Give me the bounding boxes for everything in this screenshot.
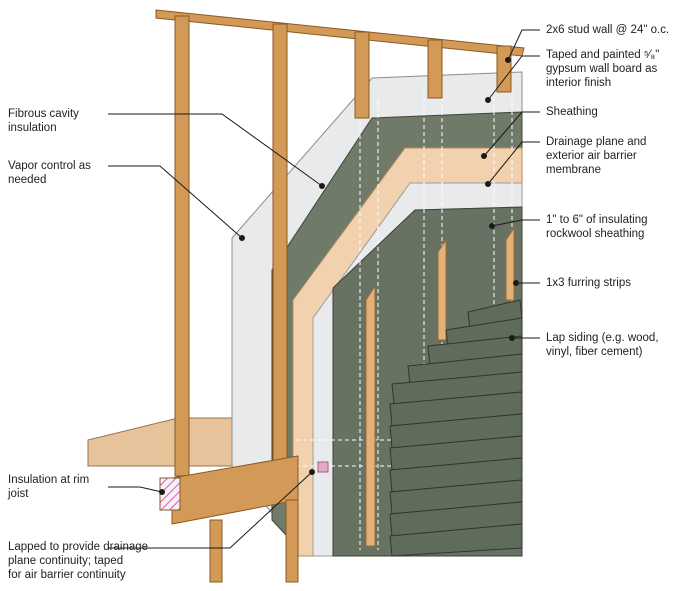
label-furring-strips: 1x3 furring strips	[546, 277, 632, 289]
stud	[427, 39, 443, 99]
lap-siding	[389, 299, 523, 557]
label-lap-siding: Lap siding (e.g. wood, vinyl, fiber ceme…	[546, 332, 659, 358]
wall-studs	[174, 15, 512, 477]
stud	[354, 31, 370, 119]
label-gypsum-board: Taped and painted ⁵⁄₈" gypsum wall board…	[546, 49, 660, 89]
furring-strip	[365, 284, 376, 547]
label-cavity-insulation: Fibrous cavity insulation	[8, 108, 79, 134]
top-plate	[155, 9, 525, 57]
label-vapor-control: Vapor control as needed	[8, 160, 91, 186]
lower-stud	[285, 499, 299, 583]
stud	[272, 23, 288, 477]
furring-strips	[365, 226, 515, 547]
label-rockwool: 1" to 6" of insulating rockwool sheathin…	[546, 214, 648, 240]
stud	[174, 15, 190, 477]
label-drainage-plane: Drainage plane and exterior air barrier …	[546, 136, 647, 176]
label-lapped-drainage: Lapped to provide drainage plane continu…	[8, 541, 149, 581]
lower-stud	[209, 519, 223, 583]
label-rim-insulation: Insulation at rim joist	[8, 474, 90, 500]
furring-strip	[505, 226, 515, 301]
furring-strip	[437, 238, 447, 341]
tape-seam	[317, 461, 329, 473]
label-sheathing: Sheathing	[546, 106, 598, 118]
label-stud-wall: 2x6 stud wall @ 24" o.c.	[546, 24, 670, 36]
leader-lines	[108, 29, 540, 549]
